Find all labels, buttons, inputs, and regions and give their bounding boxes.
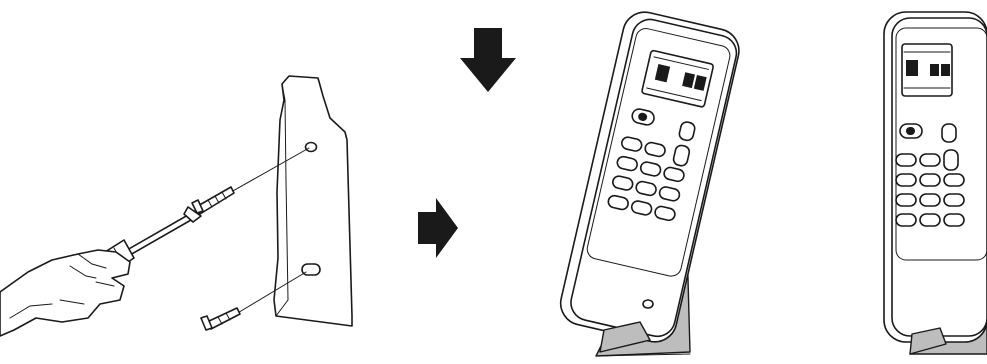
down-arrow <box>460 28 516 92</box>
lower-screw-slot <box>301 263 321 276</box>
upper-screw <box>191 186 235 215</box>
step-3-group <box>883 11 987 355</box>
mode-button <box>941 123 957 143</box>
lower-screw <box>200 307 241 331</box>
remote-control-step-3 <box>883 11 987 343</box>
guide-line-lower <box>235 271 307 315</box>
holder-screw-step-2 <box>642 299 654 309</box>
button-grid <box>895 149 965 227</box>
right-arrow <box>418 198 458 258</box>
upper-screw-hole <box>304 141 318 153</box>
guide-line-upper <box>223 147 310 197</box>
lcd-display <box>901 43 953 97</box>
holder-lip-step-2 <box>599 321 651 353</box>
step-2-group <box>559 11 740 357</box>
step-1-group <box>0 75 353 337</box>
hand <box>0 249 131 337</box>
wall-holder-plate <box>273 75 353 327</box>
mode-button <box>678 121 696 142</box>
button-grid <box>607 136 691 222</box>
remote-control-step-2 <box>559 11 740 343</box>
holder-lip-step-3 <box>909 327 947 355</box>
